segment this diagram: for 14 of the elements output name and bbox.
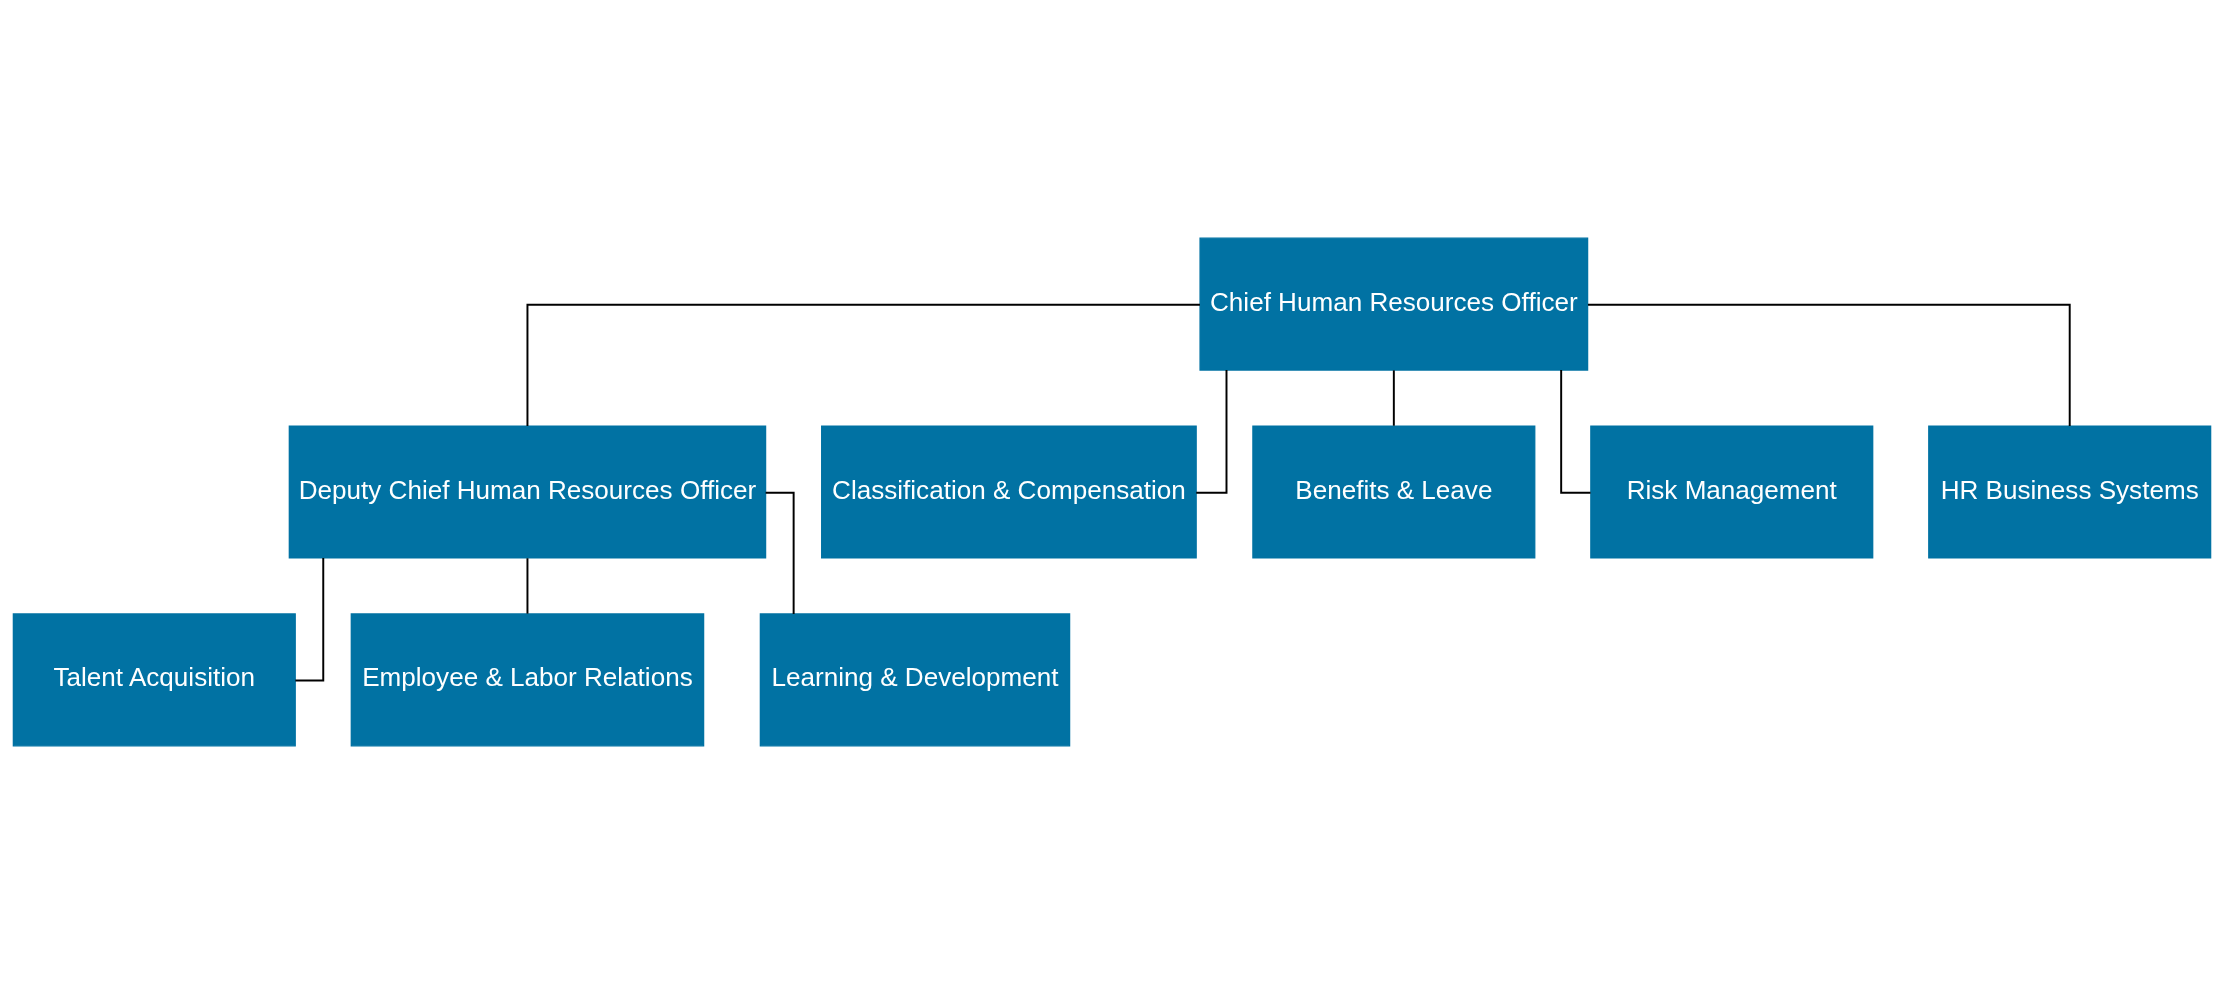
connector	[526, 303, 1201, 427]
node-box: Benefits & Leave	[1252, 425, 1536, 559]
node-box: Risk Management	[1590, 425, 1874, 559]
connector	[1195, 369, 1228, 494]
node-box: Talent Acquisition	[12, 613, 296, 747]
connector	[526, 557, 529, 615]
connector	[1587, 303, 2071, 427]
node-box: Classification & Compensation	[821, 425, 1197, 559]
connector	[1392, 369, 1395, 427]
node-box: HR Business Systems	[1928, 425, 2212, 559]
node-box: Chief Human Resources Officer	[1199, 237, 1589, 371]
node-box: Deputy Chief Human Resources Officer	[288, 425, 767, 559]
node-box: Learning & Development	[759, 613, 1071, 747]
node-box: Employee & Labor Relations	[350, 613, 705, 747]
